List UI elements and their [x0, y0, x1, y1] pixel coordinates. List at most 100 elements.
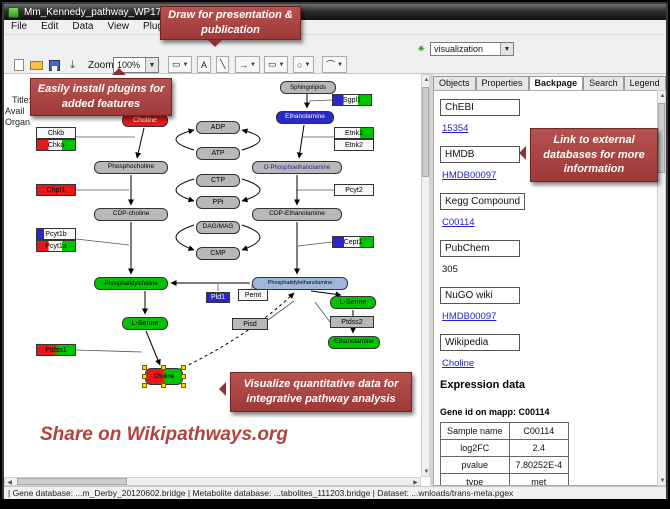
gene-node-cept1[interactable]: Cept1	[332, 236, 374, 248]
gene-node-pcyt1b[interactable]: Pcyt1b	[36, 228, 76, 240]
metabolite-node-phosphatidylcholine[interactable]: Phosphatidylcholine	[94, 277, 168, 290]
label-tool-button[interactable]: A	[197, 56, 212, 73]
save-button[interactable]	[46, 57, 63, 73]
canvas-vertical-scrollbar[interactable]: ▲ ▼	[421, 74, 430, 477]
gene-node-ptdss2[interactable]: Ptdss2	[330, 316, 374, 328]
title-bar[interactable]: Mm_Kennedy_pathway_WP1771_45176.gpml	[4, 4, 666, 20]
metabolite-node-dag-mag[interactable]: DAG/MAG	[196, 221, 240, 234]
new-button[interactable]	[10, 57, 27, 73]
selection-handle[interactable]	[142, 373, 147, 379]
tab-legend[interactable]: Legend	[623, 76, 666, 90]
scroll-left-icon[interactable]: ◀	[7, 480, 12, 486]
metabolite-node-cdp-choline[interactable]: CDP-choline	[94, 208, 168, 221]
scroll-down-icon[interactable]: ▼	[423, 468, 430, 475]
scroll-up-icon[interactable]: ▲	[423, 76, 430, 83]
zoom-value: 100%	[117, 60, 141, 70]
selection-handle[interactable]	[161, 365, 166, 370]
metabolite-node-o-phosphoethanolamine[interactable]: O-Phosphoethanolamine	[252, 161, 342, 174]
metabolite-node-ethanolamine[interactable]: Ethanolamine	[328, 336, 380, 349]
chevron-down-icon: ▼	[304, 61, 311, 68]
canvas-horizontal-scrollbar[interactable]: ◀ ▶	[4, 477, 421, 486]
gene-node-pemt[interactable]: Pemt	[238, 289, 268, 301]
backpage-link[interactable]: 15354	[442, 123, 469, 134]
new-page-icon	[13, 59, 24, 71]
expression-data-title: Expression data	[440, 379, 525, 391]
open-button[interactable]	[28, 57, 45, 73]
metabolite-node-sphingolipids[interactable]: Sphingolipids	[280, 81, 336, 94]
connector-tool-button[interactable]: →▼	[235, 56, 260, 73]
visualization-combobox[interactable]: visualization ▼	[430, 42, 514, 56]
expression-cell: 7.80252E-4	[508, 456, 570, 474]
metabolite-node-ctp[interactable]: CTP	[196, 174, 240, 187]
gene-node-chpt1[interactable]: Chpt1	[36, 184, 76, 196]
expression-cell: C00114	[508, 422, 570, 440]
scrollbar-thumb[interactable]	[658, 103, 665, 173]
window-title: Mm_Kennedy_pathway_WP1771_45176.gpml	[24, 6, 231, 18]
tab-search[interactable]: Search	[583, 76, 624, 90]
selection-handle[interactable]	[142, 383, 147, 388]
callout-tail-down-icon	[208, 40, 222, 47]
menu-data[interactable]: Data	[72, 21, 94, 32]
chevron-down-icon[interactable]: ▼	[145, 58, 158, 72]
menu-view[interactable]: View	[107, 21, 129, 32]
metabolite-node-ppi[interactable]: PPi	[196, 196, 240, 209]
label-icon: A	[201, 59, 208, 70]
backpage-link[interactable]: Choline	[442, 358, 475, 369]
gene-node-pisd[interactable]: Pisd	[232, 318, 268, 330]
gene-node-sgpl1[interactable]: Sgpl1	[332, 94, 372, 106]
backpage-link[interactable]: HMDB00097	[442, 311, 497, 322]
scrollbar-thumb[interactable]	[422, 87, 429, 177]
tab-properties[interactable]: Properties	[475, 76, 529, 90]
gene-node-pld1[interactable]: Pld1	[206, 292, 230, 303]
pathway-info-availability-label: Avail	[5, 106, 25, 116]
metabolite-node-cmp[interactable]: CMP	[196, 247, 240, 260]
gene-node-etnk1[interactable]: Etnk1	[334, 127, 374, 139]
gene-node-ptdss1[interactable]: Ptdss1	[36, 344, 76, 356]
tab-objects[interactable]: Objects	[433, 76, 476, 90]
chevron-down-icon[interactable]: ▼	[500, 43, 513, 55]
callout-install-plugins: Easily install plugins for added feature…	[30, 78, 172, 116]
datanode-tool-button[interactable]: ▭▼	[168, 56, 193, 73]
selection-handle[interactable]	[142, 365, 147, 370]
menu-file[interactable]: File	[11, 21, 28, 32]
import-button[interactable]: ⤓	[64, 57, 81, 73]
metabolite-node-phosphocholine[interactable]: Phosphocholine	[94, 161, 168, 174]
backpage-link[interactable]: HMDB00097	[442, 170, 497, 181]
gene-node-chka[interactable]: Chka	[36, 139, 76, 151]
scroll-down-icon[interactable]: ▼	[659, 477, 666, 484]
metabolite-node-l-serine[interactable]: L-Serine	[122, 317, 168, 330]
selection-handle[interactable]	[181, 373, 186, 379]
metabolite-node-ethanolamine[interactable]: Ethanolamine	[276, 111, 334, 124]
ellipse-tool-button[interactable]: ○▼	[293, 56, 315, 73]
gene-node-pcyt2[interactable]: Pcyt2	[334, 184, 374, 196]
metabolite-node-choline[interactable]: Choline	[142, 365, 186, 388]
metabolite-node-cdp-ethanolamine[interactable]: CDP-Ethanolamine	[252, 208, 342, 221]
tab-backpage[interactable]: Backpage	[528, 76, 584, 90]
selection-handle[interactable]	[181, 365, 186, 370]
shape-tool-button[interactable]: ▭▼	[264, 56, 289, 73]
arc-tool-button[interactable]: ⌒▼	[322, 56, 347, 73]
metabolite-node-l-serine[interactable]: L-Serine	[330, 296, 376, 309]
metabolite-node-phosphatidylethanolamine[interactable]: Phosphatidylethanolamine	[252, 277, 348, 290]
menu-edit[interactable]: Edit	[41, 21, 59, 32]
backpage-header-wikipedia: Wikipedia	[440, 334, 520, 351]
backpage-link[interactable]: C00114	[442, 217, 475, 228]
line-tool-button[interactable]: ╲	[216, 56, 230, 73]
scrollbar-thumb[interactable]	[17, 478, 127, 485]
metabolite-node-adp[interactable]: ADP	[196, 121, 240, 134]
panel-splitter[interactable]	[430, 74, 433, 486]
metabolite-node-atp[interactable]: ATP	[196, 147, 240, 160]
gene-node-pcyt1a[interactable]: Pcyt1a	[36, 240, 76, 252]
selection-handle[interactable]	[161, 383, 166, 388]
scroll-right-icon[interactable]: ▶	[413, 480, 418, 486]
panel-vertical-scrollbar[interactable]: ▲ ▼	[657, 90, 666, 486]
selection-handle[interactable]	[181, 383, 186, 388]
scroll-up-icon[interactable]: ▲	[659, 92, 666, 99]
backpage-header-hmdb: HMDB	[440, 146, 520, 163]
gene-node-chkb[interactable]: Chkb	[36, 127, 76, 139]
gene-node-etnk2[interactable]: Etnk2	[334, 139, 374, 151]
menu-plugins[interactable]: Plugins	[136, 20, 183, 34]
